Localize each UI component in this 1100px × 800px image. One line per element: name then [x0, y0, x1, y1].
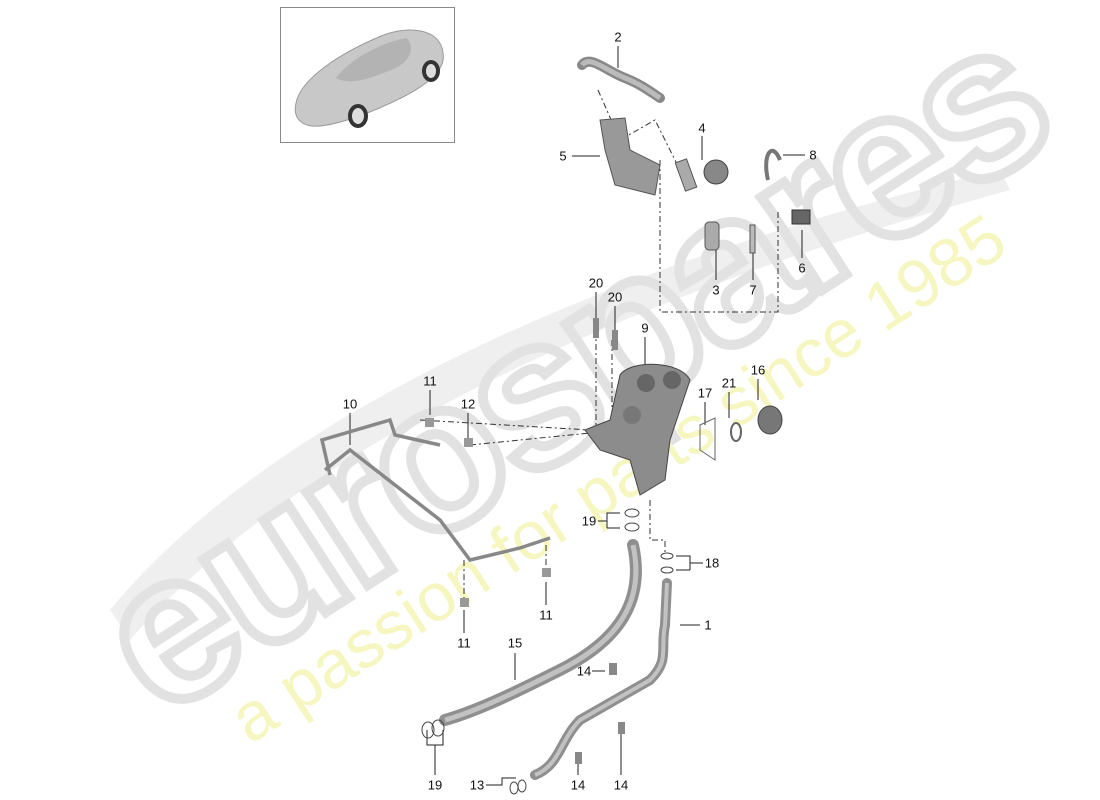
callout-part-17[interactable]: 17	[697, 385, 713, 401]
callout-part-7[interactable]: 7	[749, 282, 757, 298]
callout-part-3[interactable]: 3	[712, 282, 720, 298]
car-thumbnail	[280, 7, 455, 143]
callout-part-15[interactable]: 15	[507, 635, 523, 651]
callout-part-2[interactable]: 2	[614, 29, 622, 45]
callout-part-4[interactable]: 4	[698, 120, 706, 136]
callout-part-14[interactable]: 14	[613, 777, 629, 793]
callout-part-6[interactable]: 6	[798, 260, 806, 276]
callout-part-1[interactable]: 1	[704, 617, 712, 633]
callout-part-11[interactable]: 11	[539, 607, 553, 623]
callout-part-18[interactable]: 18	[704, 555, 720, 571]
callout-part-9[interactable]: 9	[641, 320, 649, 336]
callout-part-13[interactable]: 13	[469, 777, 485, 793]
callout-part-21[interactable]: 21	[721, 375, 737, 391]
callout-part-8[interactable]: 8	[809, 147, 817, 163]
callout-part-14[interactable]: 14	[570, 777, 586, 793]
callout-part-20[interactable]: 20	[607, 289, 623, 305]
callout-part-5[interactable]: 5	[559, 148, 567, 164]
callout-part-16[interactable]: 16	[750, 362, 766, 378]
callout-part-12[interactable]: 12	[460, 396, 476, 412]
callout-part-11[interactable]: 11	[423, 373, 437, 389]
callout-part-19[interactable]: 19	[427, 777, 443, 793]
callout-part-10[interactable]: 10	[342, 396, 358, 412]
callout-part-19[interactable]: 19	[581, 513, 597, 529]
callout-part-14[interactable]: 14	[576, 663, 592, 679]
car-icon	[294, 29, 444, 128]
callout-part-20[interactable]: 20	[588, 275, 604, 291]
callout-part-11[interactable]: 11	[457, 635, 471, 651]
